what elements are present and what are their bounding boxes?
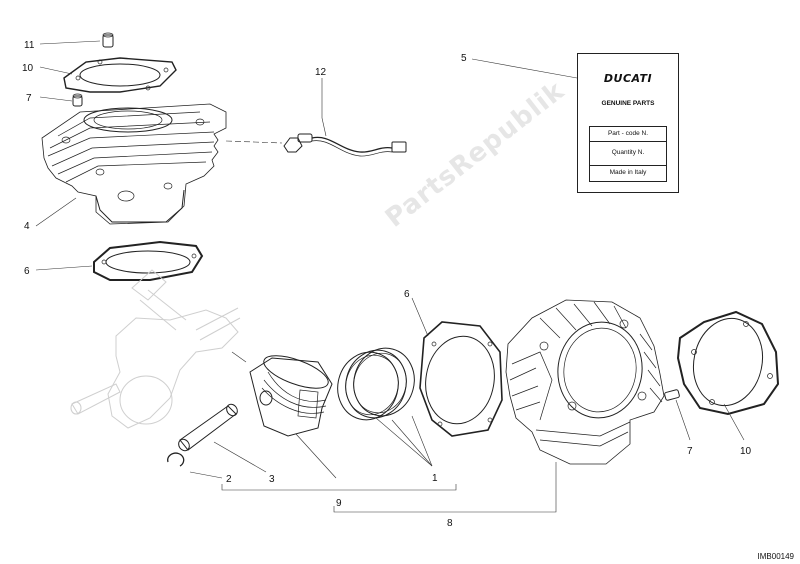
callout-12: 12 [315, 67, 327, 78]
circlip-icon [167, 452, 185, 467]
callout-3: 3 [269, 474, 275, 485]
callout-numbers: 11 10 7 12 5 4 6 6 2 3 9 1 8 7 10 [22, 40, 752, 529]
head-gasket-icon [63, 57, 177, 93]
callout-7-top: 7 [26, 93, 32, 104]
piston-rings-icon [337, 347, 415, 421]
callout-8: 8 [447, 518, 453, 529]
head-gasket-icon [676, 310, 780, 416]
callout-2: 2 [226, 474, 232, 485]
callout-6-mid: 6 [404, 289, 410, 300]
cylinder-icon [505, 299, 665, 465]
callout-9: 9 [336, 498, 342, 509]
callout-7-right: 7 [687, 446, 693, 457]
callout-10-top: 10 [22, 63, 34, 74]
dowel-icon [102, 32, 114, 48]
base-gasket-icon [93, 240, 204, 281]
callout-1: 1 [432, 473, 438, 484]
temperature-sensor-icon [283, 133, 407, 157]
reference-code: IMB00149 [757, 552, 794, 561]
callout-6-left: 6 [24, 266, 30, 277]
base-gasket-icon [419, 321, 503, 437]
callout-10-right: 10 [740, 446, 752, 457]
cylinder-assembly-icon [41, 103, 227, 225]
genuine-parts-label-card: DUCATI GENUINE PARTS Part - code N. Quan… [577, 53, 679, 193]
label-row-quantity: Quantity N. [589, 142, 667, 166]
label-subtitle: GENUINE PARTS [601, 100, 655, 107]
callout-5: 5 [461, 53, 467, 64]
label-row-part-code: Part - code N. [589, 126, 667, 142]
callout-11: 11 [24, 40, 35, 51]
leader-lines [35, 40, 745, 513]
callout-4: 4 [24, 221, 30, 232]
piston-icon [249, 355, 333, 437]
piston-pin-icon [178, 403, 238, 452]
crankshaft-icon [70, 269, 241, 429]
dowel-icon [664, 389, 680, 401]
brand-logo: DUCATI [603, 72, 653, 85]
label-row-made-in: Made in Italy [589, 166, 667, 182]
dowel-icon [72, 93, 83, 107]
